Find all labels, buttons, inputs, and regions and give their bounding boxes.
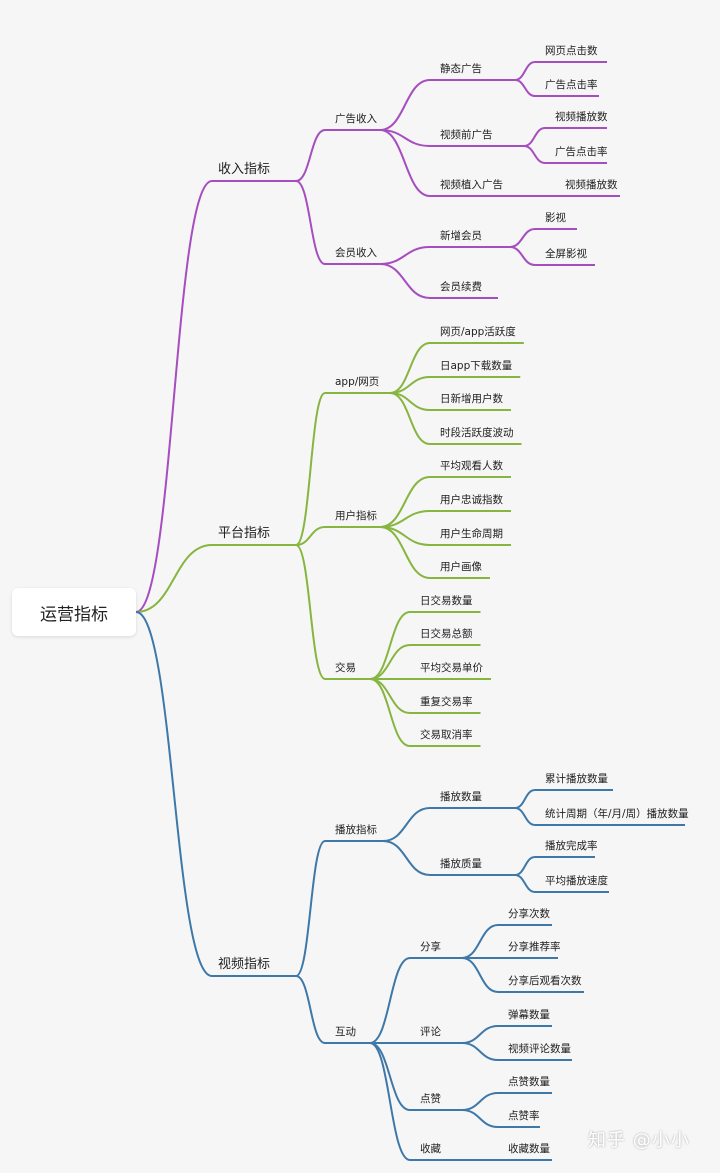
- edge-video-1: [295, 975, 326, 1044]
- node-video-0-1-1[interactable]: 平均播放速度: [545, 874, 608, 887]
- edge-platform-0: [295, 392, 326, 546]
- edge-revenue-1-1: [379, 263, 431, 299]
- watermark: 知乎 @小小: [588, 1130, 690, 1151]
- node-platform-2-4[interactable]: 交易取消率: [420, 728, 473, 741]
- edge-video-1-0-0: [461, 924, 499, 959]
- edge-video-0-1-1: [514, 874, 536, 893]
- edge-revenue-1: [295, 180, 326, 265]
- node-platform-1-1[interactable]: 用户忠诚指数: [440, 493, 503, 506]
- node-platform-0-3[interactable]: 时段活跃度波动: [440, 426, 514, 439]
- node-video-1-2-1[interactable]: 点赞率: [508, 1109, 540, 1122]
- node-revenue-1-1[interactable]: 会员续费: [440, 280, 482, 293]
- node-revenue-1-0-0[interactable]: 影视: [545, 211, 566, 224]
- node-platform-2-2[interactable]: 平均交易单价: [420, 661, 483, 674]
- node-video-1-1-1[interactable]: 视频评论数量: [508, 1042, 571, 1055]
- node-revenue-0-0-0[interactable]: 网页点击数: [545, 44, 598, 57]
- node-video-1-1-0[interactable]: 弹幕数量: [508, 1008, 550, 1021]
- edge-video-1-3: [369, 1042, 411, 1161]
- node-revenue-0-0[interactable]: 静态广告: [440, 62, 482, 75]
- node-platform-0-2[interactable]: 日新增用户数: [440, 392, 503, 405]
- node-revenue-0-1[interactable]: 视频前广告: [440, 128, 493, 141]
- node-video-0-1-0[interactable]: 播放完成率: [545, 839, 598, 852]
- node-video-1-0-2[interactable]: 分享后观看次数: [508, 974, 582, 987]
- root-node-label: 运营指标: [40, 604, 108, 625]
- node-platform-2[interactable]: 交易: [335, 661, 356, 674]
- node-revenue-1[interactable]: 会员收入: [335, 246, 377, 259]
- node-platform-1-0[interactable]: 平均观看人数: [440, 459, 503, 472]
- node-platform-2-1[interactable]: 日交易总额: [420, 627, 473, 640]
- node-revenue-0-1-1[interactable]: 广告点击率: [555, 145, 608, 158]
- edge-revenue-0-0-0: [514, 61, 536, 81]
- node-video-1-3[interactable]: 收藏: [420, 1142, 441, 1155]
- edge-revenue-1-0: [379, 246, 431, 265]
- node-video-1-0-1[interactable]: 分享推荐率: [508, 940, 561, 953]
- node-video[interactable]: 视频指标: [218, 957, 270, 972]
- node-video-0[interactable]: 播放指标: [335, 823, 377, 836]
- edge-revenue-1-0-1: [509, 246, 536, 266]
- edge-platform-2-0: [369, 611, 411, 680]
- edge-platform-1: [295, 526, 326, 546]
- edge-revenue-0-2: [379, 129, 431, 197]
- edge-video-1-1-0: [461, 1025, 499, 1044]
- node-revenue-0[interactable]: 广告收入: [335, 112, 377, 125]
- node-platform-1[interactable]: 用户指标: [335, 509, 377, 522]
- edge-video-1-2-0: [461, 1092, 499, 1111]
- edge-revenue-0: [295, 129, 326, 182]
- edge-platform-2-1: [369, 644, 411, 680]
- edge-video-0-0-1: [514, 807, 536, 826]
- edge-video-0-0: [382, 807, 431, 842]
- edge-root-platform: [135, 544, 213, 613]
- edge-video-0-1: [382, 840, 431, 876]
- node-revenue-1-0[interactable]: 新增会员: [440, 229, 482, 242]
- edge-platform-2-4: [369, 678, 411, 747]
- edge-video-1-0: [369, 957, 411, 1044]
- node-revenue-0-2-0[interactable]: 视频播放数: [565, 178, 618, 191]
- node-video-0-0-0[interactable]: 累计播放数量: [545, 772, 608, 785]
- node-platform-0-1[interactable]: 日app下载数量: [440, 359, 513, 372]
- edge-revenue-0-0-1: [514, 79, 536, 97]
- node-revenue-1-0-1[interactable]: 全屏影视: [545, 247, 587, 260]
- node-revenue-0-2[interactable]: 视频植入广告: [440, 178, 503, 191]
- node-revenue-0-0-1[interactable]: 广告点击率: [545, 78, 598, 91]
- node-video-0-1[interactable]: 播放质量: [440, 857, 482, 870]
- edge-root-video: [135, 611, 213, 977]
- edge-revenue-0-1-0: [523, 127, 546, 147]
- node-platform-0[interactable]: app/网页: [335, 376, 379, 388]
- edge-video-1-2-1: [461, 1109, 499, 1128]
- edge-platform-0-3: [389, 392, 431, 445]
- node-platform-2-3[interactable]: 重复交易率: [420, 695, 473, 708]
- node-platform-0-0[interactable]: 网页/app活跃度: [440, 325, 516, 338]
- node-video-1-2-0[interactable]: 点赞数量: [508, 1075, 550, 1088]
- node-video-1-0-0[interactable]: 分享次数: [508, 907, 550, 920]
- node-video-1-2[interactable]: 点赞: [420, 1092, 441, 1105]
- edge-video-1-1-1: [461, 1042, 499, 1061]
- edge-platform-2-3: [369, 678, 411, 714]
- edge-video-1-0-2: [461, 957, 499, 993]
- edge-video-0: [295, 840, 326, 977]
- node-video-1[interactable]: 互动: [335, 1026, 356, 1038]
- node-revenue[interactable]: 收入指标: [218, 162, 270, 177]
- node-video-1-3-0[interactable]: 收藏数量: [508, 1142, 550, 1155]
- edge-revenue-1-0-0: [509, 228, 536, 248]
- edge-revenue-0-0: [379, 79, 431, 131]
- edge-platform-1-3: [379, 526, 431, 579]
- node-platform-2-0[interactable]: 日交易数量: [420, 594, 473, 607]
- node-platform-1-2[interactable]: 用户生命周期: [440, 527, 503, 540]
- edge-platform-2: [295, 544, 326, 680]
- node-video-0-0[interactable]: 播放数量: [440, 790, 482, 803]
- node-video-1-1[interactable]: 评论: [420, 1025, 441, 1038]
- node-platform[interactable]: 平台指标: [218, 526, 270, 541]
- node-video-1-0[interactable]: 分享: [420, 940, 441, 953]
- node-revenue-0-1-0[interactable]: 视频播放数: [555, 110, 608, 123]
- edge-video-0-1-0: [514, 856, 536, 876]
- edge-video-0-0-0: [514, 789, 536, 809]
- node-platform-1-3[interactable]: 用户画像: [440, 560, 482, 573]
- node-video-0-0-1[interactable]: 统计周期（年/月/周）播放数量: [545, 807, 689, 820]
- edge-revenue-0-1-1: [523, 145, 546, 164]
- edge-root-revenue: [135, 180, 213, 613]
- root-node[interactable]: 运营指标: [12, 588, 136, 636]
